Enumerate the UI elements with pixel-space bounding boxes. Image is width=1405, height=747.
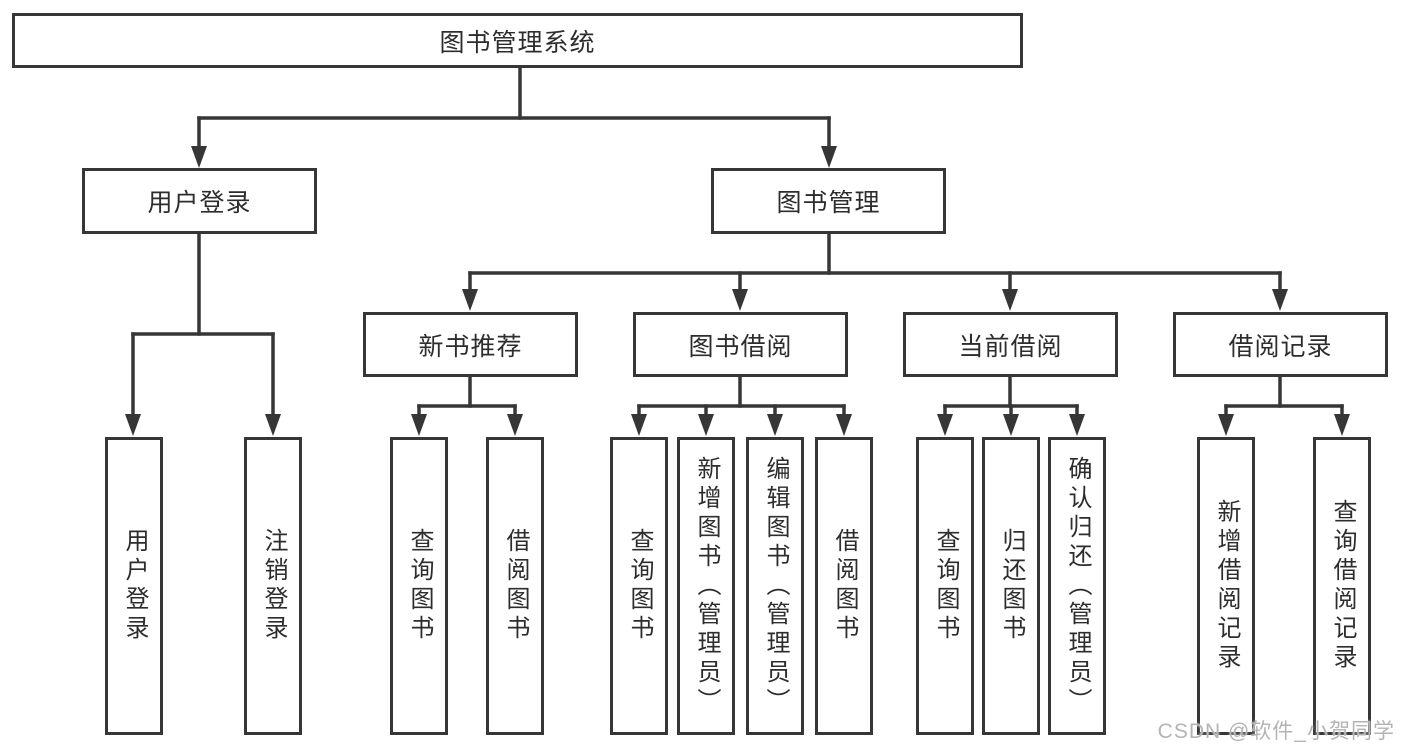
leaf-query-book-b-label: 查询图书 [626, 528, 653, 644]
leaf-logout-label: 注销登录 [260, 528, 287, 644]
connector-book-management-children [462, 232, 1288, 311]
node-book-borrow: 图书借阅 [633, 312, 848, 377]
leaf-user-login: 用户登录 [105, 437, 163, 735]
connector-user-login-children [125, 232, 281, 436]
leaf-borrow-book-b-label: 借阅图书 [831, 528, 858, 644]
leaf-return-book: 归还图书 [982, 437, 1040, 735]
leaf-add-book-admin-label: 新增图书（管理员） [693, 455, 720, 717]
connector-root-to-level2 [191, 66, 837, 168]
leaf-edit-book-admin: 编辑图书（管理员） [746, 437, 804, 735]
node-book-borrow-label: 图书借阅 [688, 332, 793, 361]
leaf-query-borrow-record: 查询借阅记录 [1313, 437, 1371, 735]
leaf-query-borrow-record-label: 查询借阅记录 [1329, 499, 1356, 673]
leaf-borrow-book-b: 借阅图书 [815, 437, 873, 735]
node-user-login: 用户登录 [82, 168, 317, 234]
connector-book-borrow-children [631, 375, 852, 436]
leaf-edit-book-admin-label: 编辑图书（管理员） [762, 455, 789, 717]
leaf-query-book-c-label: 查询图书 [932, 528, 959, 644]
node-current-borrow: 当前借阅 [903, 312, 1118, 377]
node-book-management-label: 图书管理 [776, 189, 881, 217]
leaf-confirm-return-admin: 确认归还（管理员） [1048, 437, 1106, 735]
leaf-borrow-book-a: 借阅图书 [486, 437, 544, 735]
leaf-query-book-b: 查询图书 [610, 437, 668, 735]
leaf-user-login-label: 用户登录 [121, 528, 148, 644]
leaf-query-book-a: 查询图书 [390, 437, 448, 735]
node-new-book-recommend: 新书推荐 [363, 312, 578, 377]
leaf-add-book-admin: 新增图书（管理员） [677, 437, 735, 735]
leaf-return-book-label: 归还图书 [998, 528, 1025, 644]
node-book-management: 图书管理 [711, 168, 946, 234]
leaf-add-borrow-record-label: 新增借阅记录 [1213, 499, 1240, 673]
node-root-label: 图书管理系统 [439, 28, 596, 57]
leaf-query-book-c: 查询图书 [916, 437, 974, 735]
leaf-add-borrow-record: 新增借阅记录 [1197, 437, 1255, 735]
watermark: CSDN @软件_小贺同学 [1157, 720, 1395, 743]
node-borrow-record: 借阅记录 [1173, 312, 1388, 377]
connector-borrow-record-children [1218, 375, 1350, 436]
connector-current-borrow-children [937, 375, 1085, 436]
leaf-confirm-return-admin-label: 确认归还（管理员） [1064, 455, 1091, 717]
node-current-borrow-label: 当前借阅 [958, 332, 1063, 361]
leaf-logout: 注销登录 [244, 437, 302, 735]
node-borrow-record-label: 借阅记录 [1228, 332, 1333, 361]
node-new-book-recommend-label: 新书推荐 [418, 332, 523, 361]
leaf-borrow-book-a-label: 借阅图书 [502, 528, 529, 644]
node-root: 图书管理系统 [12, 13, 1023, 68]
node-user-login-label: 用户登录 [147, 189, 252, 217]
connector-new-book-recommend-children [411, 375, 523, 436]
leaf-query-book-a-label: 查询图书 [406, 528, 433, 644]
